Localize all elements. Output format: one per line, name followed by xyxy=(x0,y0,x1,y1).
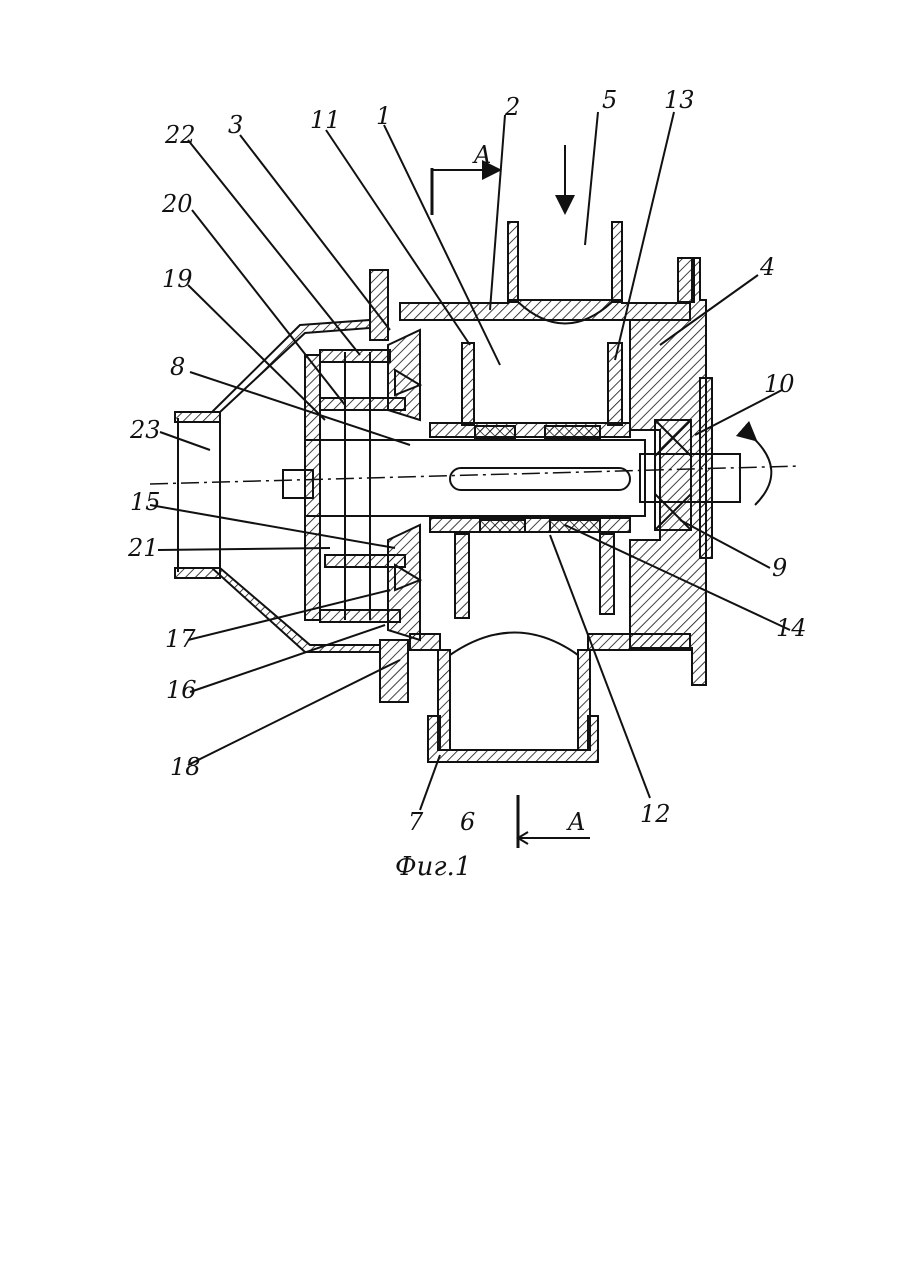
label-5: 5 xyxy=(602,86,617,114)
label-7: 7 xyxy=(408,808,424,836)
rotor xyxy=(430,343,630,618)
label-18: 18 xyxy=(170,753,201,781)
section-label-bottom: A xyxy=(566,808,585,836)
section-label-top: A xyxy=(472,141,491,169)
inlet-pipe xyxy=(508,145,622,324)
label-15: 15 xyxy=(130,488,161,516)
label-22: 22 xyxy=(164,121,196,149)
label-23: 23 xyxy=(129,416,161,444)
figure-caption: Фиг.1 xyxy=(395,852,471,882)
label-2: 2 xyxy=(504,93,520,121)
label-14: 14 xyxy=(776,614,807,642)
outlet-cone xyxy=(175,320,380,652)
label-20: 20 xyxy=(161,190,193,218)
label-1: 1 xyxy=(376,102,391,130)
label-10: 10 xyxy=(764,370,795,398)
label-21: 21 xyxy=(127,534,159,562)
label-19: 19 xyxy=(162,265,193,293)
label-8: 8 xyxy=(170,353,185,381)
label-16: 16 xyxy=(166,676,197,704)
label-13: 13 xyxy=(664,86,695,114)
label-6: 6 xyxy=(460,808,475,836)
label-3: 3 xyxy=(228,111,243,139)
outlet-pipe xyxy=(428,633,598,763)
label-9: 9 xyxy=(772,554,787,582)
label-11: 11 xyxy=(310,106,341,134)
label-17: 17 xyxy=(165,625,196,653)
label-4: 4 xyxy=(759,253,775,281)
label-12: 12 xyxy=(640,800,671,828)
